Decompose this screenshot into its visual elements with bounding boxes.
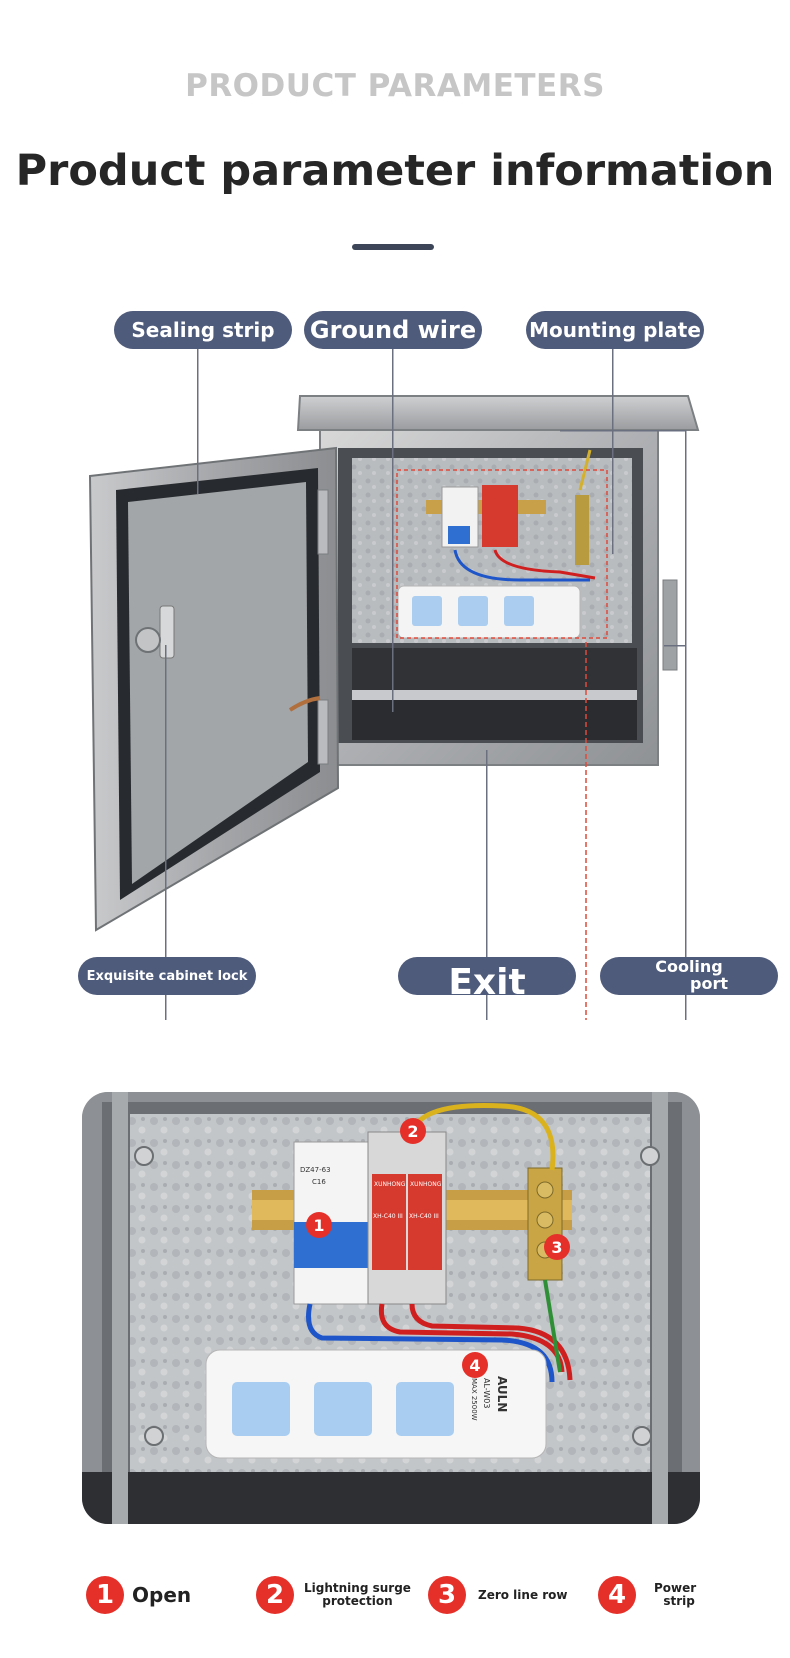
strip-model-text: AL-W03 [482, 1378, 491, 1408]
legend-item-3: 3 Zero line row [428, 1572, 568, 1618]
cabinet-lock-label: Exquisite cabinet lock [78, 957, 256, 995]
spd-model-text-1: XH-C40 III [373, 1213, 403, 1220]
legend-label-4-line2: strip [663, 1594, 695, 1608]
strip-max-text: MAX 2500W [470, 1378, 478, 1421]
legend-item-1: 1 Open [86, 1572, 191, 1618]
legend-label-2: Lightning surge protection [304, 1582, 411, 1607]
strip-brand-text: AULN [495, 1376, 509, 1412]
section-subtitle: PRODUCT PARAMETERS [185, 68, 605, 104]
legend-label-2-line2: protection [322, 1594, 393, 1608]
cooling-port-line2: port [690, 974, 728, 993]
ground-wire-label: Ground wire [304, 311, 482, 349]
spd-brand-text-2: XUNHONG [410, 1181, 442, 1188]
closeup-marker-1: 1 [306, 1212, 332, 1238]
mounting-plate-label: Mounting plate [526, 311, 704, 349]
exit-label: Exit [398, 957, 576, 995]
closeup-marker-2: 2 [400, 1118, 426, 1144]
cooling-port-label: Cooling port [600, 957, 778, 995]
legend-number-1: 1 [86, 1576, 124, 1614]
spd-brand-text-1: XUNHONG [374, 1181, 406, 1188]
sealing-strip-label: Sealing strip [114, 311, 292, 349]
legend-item-2: 2 Lightning surge protection [256, 1572, 411, 1618]
closeup-illustration: DZ47-63 C16 XUNHONG XUNHONG XH-C40 III X… [82, 1092, 700, 1524]
title-underline [352, 244, 434, 250]
legend-number-4: 4 [598, 1576, 636, 1614]
cabinet-illustration [88, 332, 700, 1020]
legend-label-1: Open [132, 1582, 192, 1607]
legend-number-2: 2 [256, 1576, 294, 1614]
legend-label-2-line1: Lightning surge [304, 1581, 411, 1596]
legend-label-3: Zero line row [478, 1587, 568, 1602]
breaker-model-text: DZ47-63 [300, 1166, 331, 1174]
legend-label-4-line1: Power [654, 1581, 697, 1596]
closeup-marker-3: 3 [544, 1234, 570, 1260]
closeup-panel: DZ47-63 C16 XUNHONG XUNHONG XH-C40 III X… [82, 1092, 700, 1524]
legend-item-4: 4 Power strip [598, 1572, 696, 1618]
closeup-marker-4: 4 [462, 1352, 488, 1378]
cooling-port-line1: Cooling [655, 957, 723, 977]
spd-model-text-2: XH-C40 III [409, 1213, 439, 1220]
legend-label-4: Power strip [654, 1582, 696, 1607]
page-title: Product parameter information [15, 146, 775, 196]
breaker-rating-text: C16 [312, 1178, 326, 1186]
legend-number-3: 3 [428, 1576, 466, 1614]
